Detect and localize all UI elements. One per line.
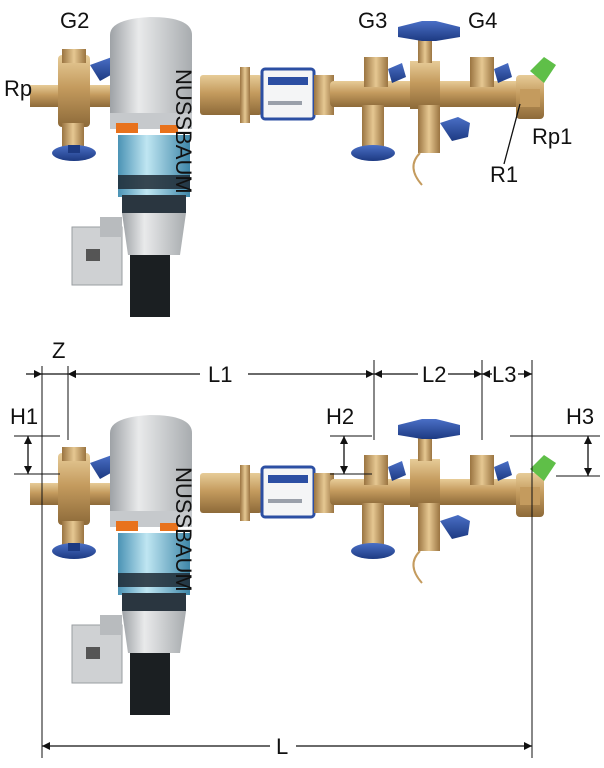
dim-l1-arrow-left xyxy=(68,370,76,378)
dim-l: L xyxy=(276,734,288,759)
dim-z-arrow-left xyxy=(34,370,42,378)
r1-leader-line xyxy=(503,103,521,165)
dim-h3-arrow-top xyxy=(584,436,592,444)
dim-h2-arrow-bottom xyxy=(340,466,348,474)
label-g2: G2 xyxy=(60,8,89,33)
dim-h3-arrow-bottom xyxy=(584,468,592,476)
bottom-assembly-image: NUSSBAUM xyxy=(28,413,558,717)
dim-h1-arrow-bottom xyxy=(24,466,32,474)
bottom-brand-text: NUSSBAUM xyxy=(171,467,196,592)
label-rp: Rp xyxy=(4,76,32,101)
dim-l1: L1 xyxy=(208,362,232,387)
dim-h2: H2 xyxy=(326,404,354,429)
dim-l-arrow-right xyxy=(524,742,532,750)
dim-l2: L2 xyxy=(422,362,446,387)
dim-h3: H3 xyxy=(566,404,594,429)
dim-h1: H1 xyxy=(10,404,38,429)
label-rp1: Rp1 xyxy=(532,124,572,149)
dim-l3-arrow-right xyxy=(524,370,532,378)
dim-l2-arrow-right xyxy=(474,370,482,378)
top-brand-text: NUSSBAUM xyxy=(171,69,196,194)
dim-l1-arrow-right xyxy=(366,370,374,378)
dim-l-arrow-left xyxy=(42,742,50,750)
label-g3: G3 xyxy=(358,8,387,33)
dim-l3: L3 xyxy=(492,362,516,387)
label-r1: R1 xyxy=(490,162,518,187)
label-g4: G4 xyxy=(468,8,497,33)
top-assembly-image: NUSSBAUM xyxy=(28,15,558,319)
dim-l3-arrow-left xyxy=(482,370,490,378)
dim-l2-arrow-left xyxy=(374,370,382,378)
dim-h2-arrow-top xyxy=(340,436,348,444)
dim-z: Z xyxy=(52,338,65,363)
dim-h1-arrow-top xyxy=(24,436,32,444)
